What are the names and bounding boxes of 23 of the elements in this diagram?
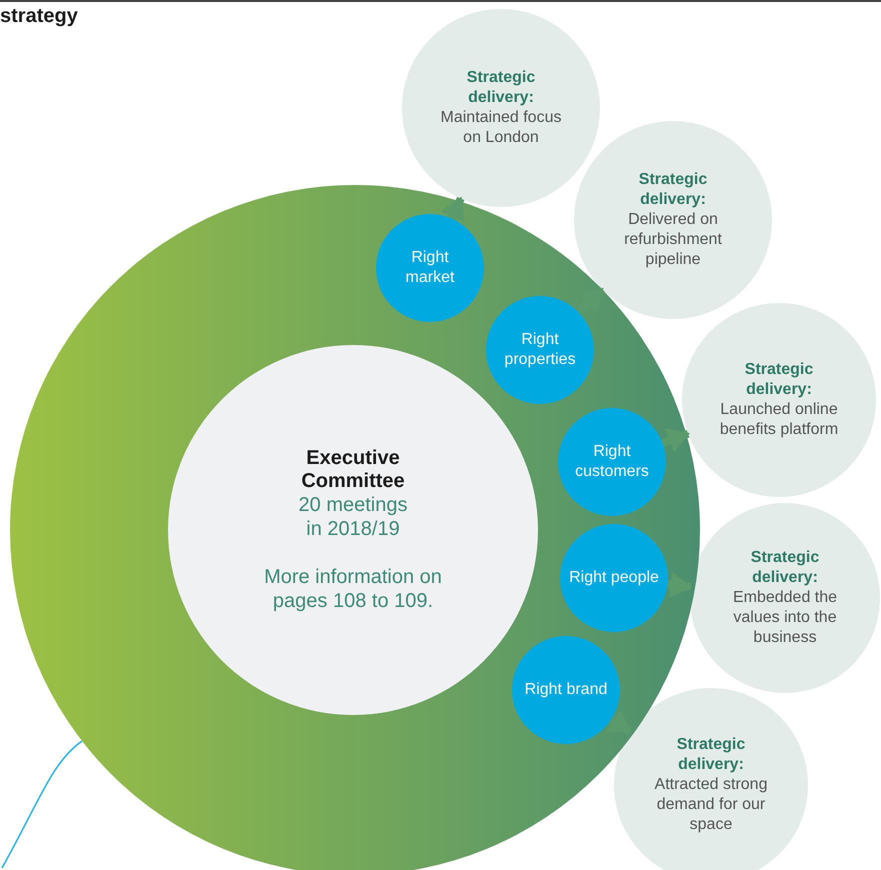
node-text: Right customers [574, 442, 650, 482]
node-heading: Strategic delivery: [750, 548, 820, 588]
pointer-arrow [661, 428, 690, 453]
pointer-arrow [440, 196, 465, 222]
curved-line [1, 740, 82, 868]
node-text: Delivered on refurbishment pipeline [623, 210, 723, 270]
node-heading: Strategic delivery: [466, 68, 536, 108]
node-text: Launched online benefits platform [718, 400, 840, 440]
node-text: More information on pages 108 to 109. [263, 565, 443, 613]
title: strategy [0, 4, 78, 28]
node-text: Right market [404, 248, 456, 288]
node-heading: Executive Committee [300, 447, 406, 493]
node-text: Maintained focus on London [440, 108, 562, 148]
node-text: Attracted strong demand for our space [654, 775, 768, 835]
node-text: Right people [569, 568, 659, 588]
node-heading: Strategic delivery: [638, 170, 708, 210]
node-text: Embedded the values into the business [732, 588, 838, 648]
node-text: 20 meetings in 2018/19 [298, 493, 408, 541]
pointer-arrow [667, 572, 693, 598]
node-text: Right properties [503, 330, 577, 370]
node-text: Right brand [524, 680, 608, 700]
node-heading: Strategic delivery: [676, 735, 746, 775]
node-heading: Strategic delivery: [744, 360, 814, 400]
